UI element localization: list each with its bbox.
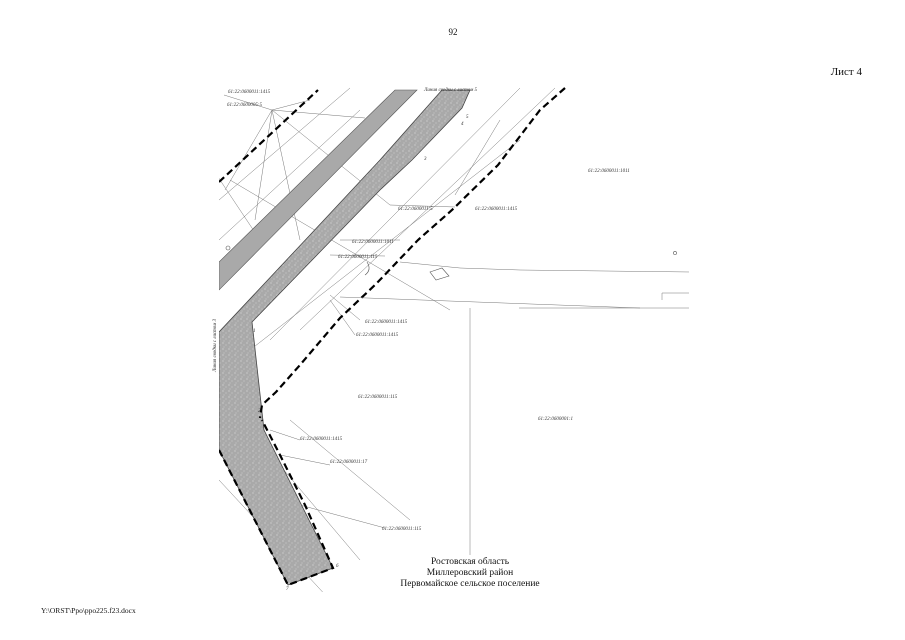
parcel-label: 61:22:0600011:1415 — [365, 320, 408, 325]
road-strip — [219, 89, 418, 291]
point-number: 7 — [286, 587, 289, 592]
point-number: 4 — [461, 122, 464, 127]
point-numbers: 4 3 5 6 7 1 2 — [253, 115, 469, 592]
point-number: 3 — [424, 157, 427, 162]
page-number: 92 — [448, 27, 458, 37]
leader-lines — [223, 94, 456, 529]
map-caption-settlement: Первомайское сельское поселение — [400, 579, 540, 589]
parcel-label: 61:22:0600011:115 — [338, 255, 378, 260]
parcel-label: 61:22:0600011:1415 — [475, 207, 518, 212]
parcel-lines — [339, 119, 689, 555]
parcel-label: 61:22:0600005:5 — [227, 103, 262, 108]
boundary-note-left: Линия сводки с листом 3 — [213, 318, 218, 373]
file-path: Y:\ORST\Ppo\ppo225.f23.docx — [41, 606, 136, 615]
parcel-label: 61:22:0600001:1 — [538, 417, 573, 422]
point-number: 1 — [253, 329, 256, 334]
parcel-label: 61:22:0600011:115 — [358, 395, 398, 400]
parcel-label: 61:22:0600011:1415 — [300, 437, 343, 442]
parcel-label: 61:22:0600011:1011 — [588, 169, 630, 174]
map-symbols — [225, 245, 677, 281]
parcel-label: 61:22:0600011:1011 — [352, 240, 394, 245]
point-number: 6 — [336, 564, 339, 569]
parcel-label: 61:22:0600011:1415 — [356, 333, 399, 338]
parcel-label: 61:22:0600011:5 — [398, 207, 433, 212]
dashed-boundary — [219, 87, 566, 587]
parcel-labels: 61:22:0600011:1415 61:22:0600005:5 61:22… — [227, 90, 630, 532]
boundary-note-top: Линия сводки с листом 5 — [423, 88, 478, 93]
map-caption-region: Ростовская область — [430, 557, 510, 567]
map-caption-district: Миллеровский район — [426, 568, 514, 578]
point-number: 2 — [258, 409, 261, 414]
parcel-label: 61:22:0600011:1415 — [228, 90, 271, 95]
parcel-label: 61:22:0600011:17 — [330, 460, 368, 465]
sheet-label: Лист 4 — [830, 66, 862, 78]
speckled-corridor — [219, 89, 471, 586]
point-number: 5 — [466, 115, 469, 120]
parcel-label: 61:22:0600011:115 — [382, 527, 422, 532]
